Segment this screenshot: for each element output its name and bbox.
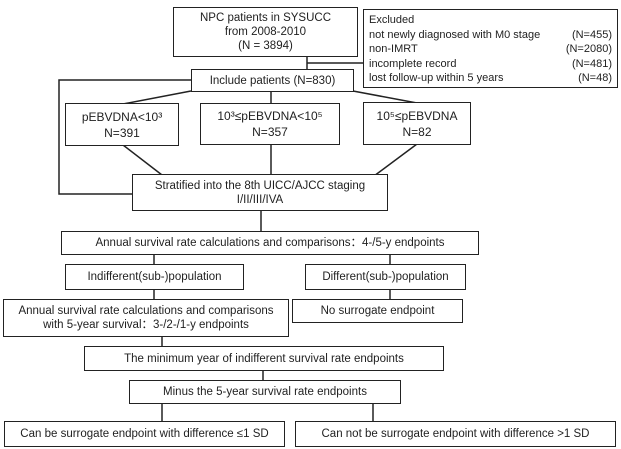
annual-survival-321-box: Annual survival rate calculations and co… bbox=[3, 299, 289, 337]
stratified-staging-line1: Stratified into the 8th UICC/AJCC stagin… bbox=[154, 179, 366, 192]
cannot-be-surrogate-label: Can not be surrogate endpoint with diffe… bbox=[321, 428, 590, 440]
ebv-dna-mid-range: 10³≤pEBVDNA<10⁵ bbox=[217, 109, 323, 123]
annual-survival-45-box: Annual survival rate calculations and co… bbox=[61, 231, 479, 255]
excluded-item-count: (N=481) bbox=[571, 57, 612, 70]
excluded-item-count: (N=2080) bbox=[565, 43, 612, 56]
indifferent-population-box: Indifferent(sub-)population bbox=[65, 264, 244, 290]
connector-ebv-high-to-stratified bbox=[373, 143, 418, 177]
ebv-dna-low-count: N=391 bbox=[104, 125, 140, 140]
no-surrogate-endpoint-box: No surrogate endpoint bbox=[292, 299, 463, 323]
connector-include-to-stratified-elbow bbox=[58, 79, 191, 195]
can-be-surrogate-box: Can be surrogate endpoint with differenc… bbox=[4, 421, 285, 447]
can-be-surrogate-label: Can be surrogate endpoint with differenc… bbox=[20, 428, 269, 440]
cannot-be-surrogate-box: Can not be surrogate endpoint with diffe… bbox=[295, 421, 616, 447]
excluded-box: Excluded not newly diagnosed with M0 sta… bbox=[363, 9, 618, 88]
excluded-item-count: (N=455) bbox=[571, 28, 612, 41]
excluded-item-count: (N=48) bbox=[578, 72, 612, 85]
indifferent-population-label: Indifferent(sub-)population bbox=[87, 271, 222, 283]
ebv-dna-high-range: 10⁵≤pEBVDNA bbox=[376, 108, 458, 123]
minus-5year-box: Minus the 5-year survival rate endpoints bbox=[129, 380, 401, 404]
stratified-staging-line2: I/II/III/IVA bbox=[236, 193, 284, 206]
annual-survival-321-line1: Annual survival rate calculations and co… bbox=[18, 305, 274, 317]
minus-5year-label: Minus the 5-year survival rate endpoints bbox=[163, 386, 367, 398]
npc-patients-line1: NPC patients in SYSUCC bbox=[199, 12, 332, 24]
no-surrogate-endpoint-label: No surrogate endpoint bbox=[320, 305, 435, 317]
excluded-item: not newly diagnosed with M0 stage (N=455… bbox=[369, 28, 612, 43]
stratified-staging-box: Stratified into the 8th UICC/AJCC stagin… bbox=[132, 174, 388, 211]
ebv-dna-low-box: pEBVDNA<10³ N=391 bbox=[65, 103, 179, 146]
excluded-item: incomplete record (N=481) bbox=[369, 57, 612, 72]
annual-survival-321-line2: with 5-year survival：3-/2-/1-y endpoints bbox=[43, 319, 249, 331]
ebv-dna-high-count: N=82 bbox=[402, 124, 432, 139]
ebv-dna-mid-box: 10³≤pEBVDNA<10⁵ N=357 bbox=[200, 103, 340, 145]
excluded-item-label: incomplete record bbox=[369, 57, 457, 70]
annual-survival-45-label: Annual survival rate calculations and co… bbox=[95, 237, 445, 249]
excluded-item: non-IMRT (N=2080) bbox=[369, 42, 612, 57]
connector-include-to-ebv-high bbox=[352, 90, 418, 104]
minimum-year-label: The minimum year of indifferent survival… bbox=[124, 352, 404, 365]
ebv-dna-high-box: 10⁵≤pEBVDNA N=82 bbox=[363, 102, 471, 145]
connector-include-to-ebv-low bbox=[122, 90, 192, 105]
ebv-dna-low-range: pEBVDNA<10³ bbox=[81, 109, 163, 124]
ebv-dna-mid-count: N=357 bbox=[252, 125, 288, 139]
npc-patients-box: NPC patients in SYSUCC from 2008-2010 (N… bbox=[173, 7, 358, 57]
include-patients-label: Include patients (N=830) bbox=[209, 74, 336, 87]
excluded-item-label: not newly diagnosed with M0 stage bbox=[369, 28, 541, 41]
excluded-item-label: lost follow-up within 5 years bbox=[369, 72, 504, 85]
npc-patients-line3: (N = 3894) bbox=[238, 40, 293, 52]
minimum-year-box: The minimum year of indifferent survival… bbox=[84, 346, 444, 371]
excluded-title: Excluded bbox=[369, 14, 415, 26]
excluded-item: lost follow-up within 5 years (N=48) bbox=[369, 71, 612, 86]
npc-patients-line2: from 2008-2010 bbox=[224, 26, 307, 38]
include-patients-box: Include patients (N=830) bbox=[191, 69, 354, 92]
excluded-item-label: non-IMRT bbox=[369, 43, 418, 56]
different-population-label: Different(sub-)population bbox=[322, 271, 449, 283]
different-population-box: Different(sub-)population bbox=[305, 264, 466, 290]
connector-ebv-low-to-stratified bbox=[122, 144, 163, 176]
